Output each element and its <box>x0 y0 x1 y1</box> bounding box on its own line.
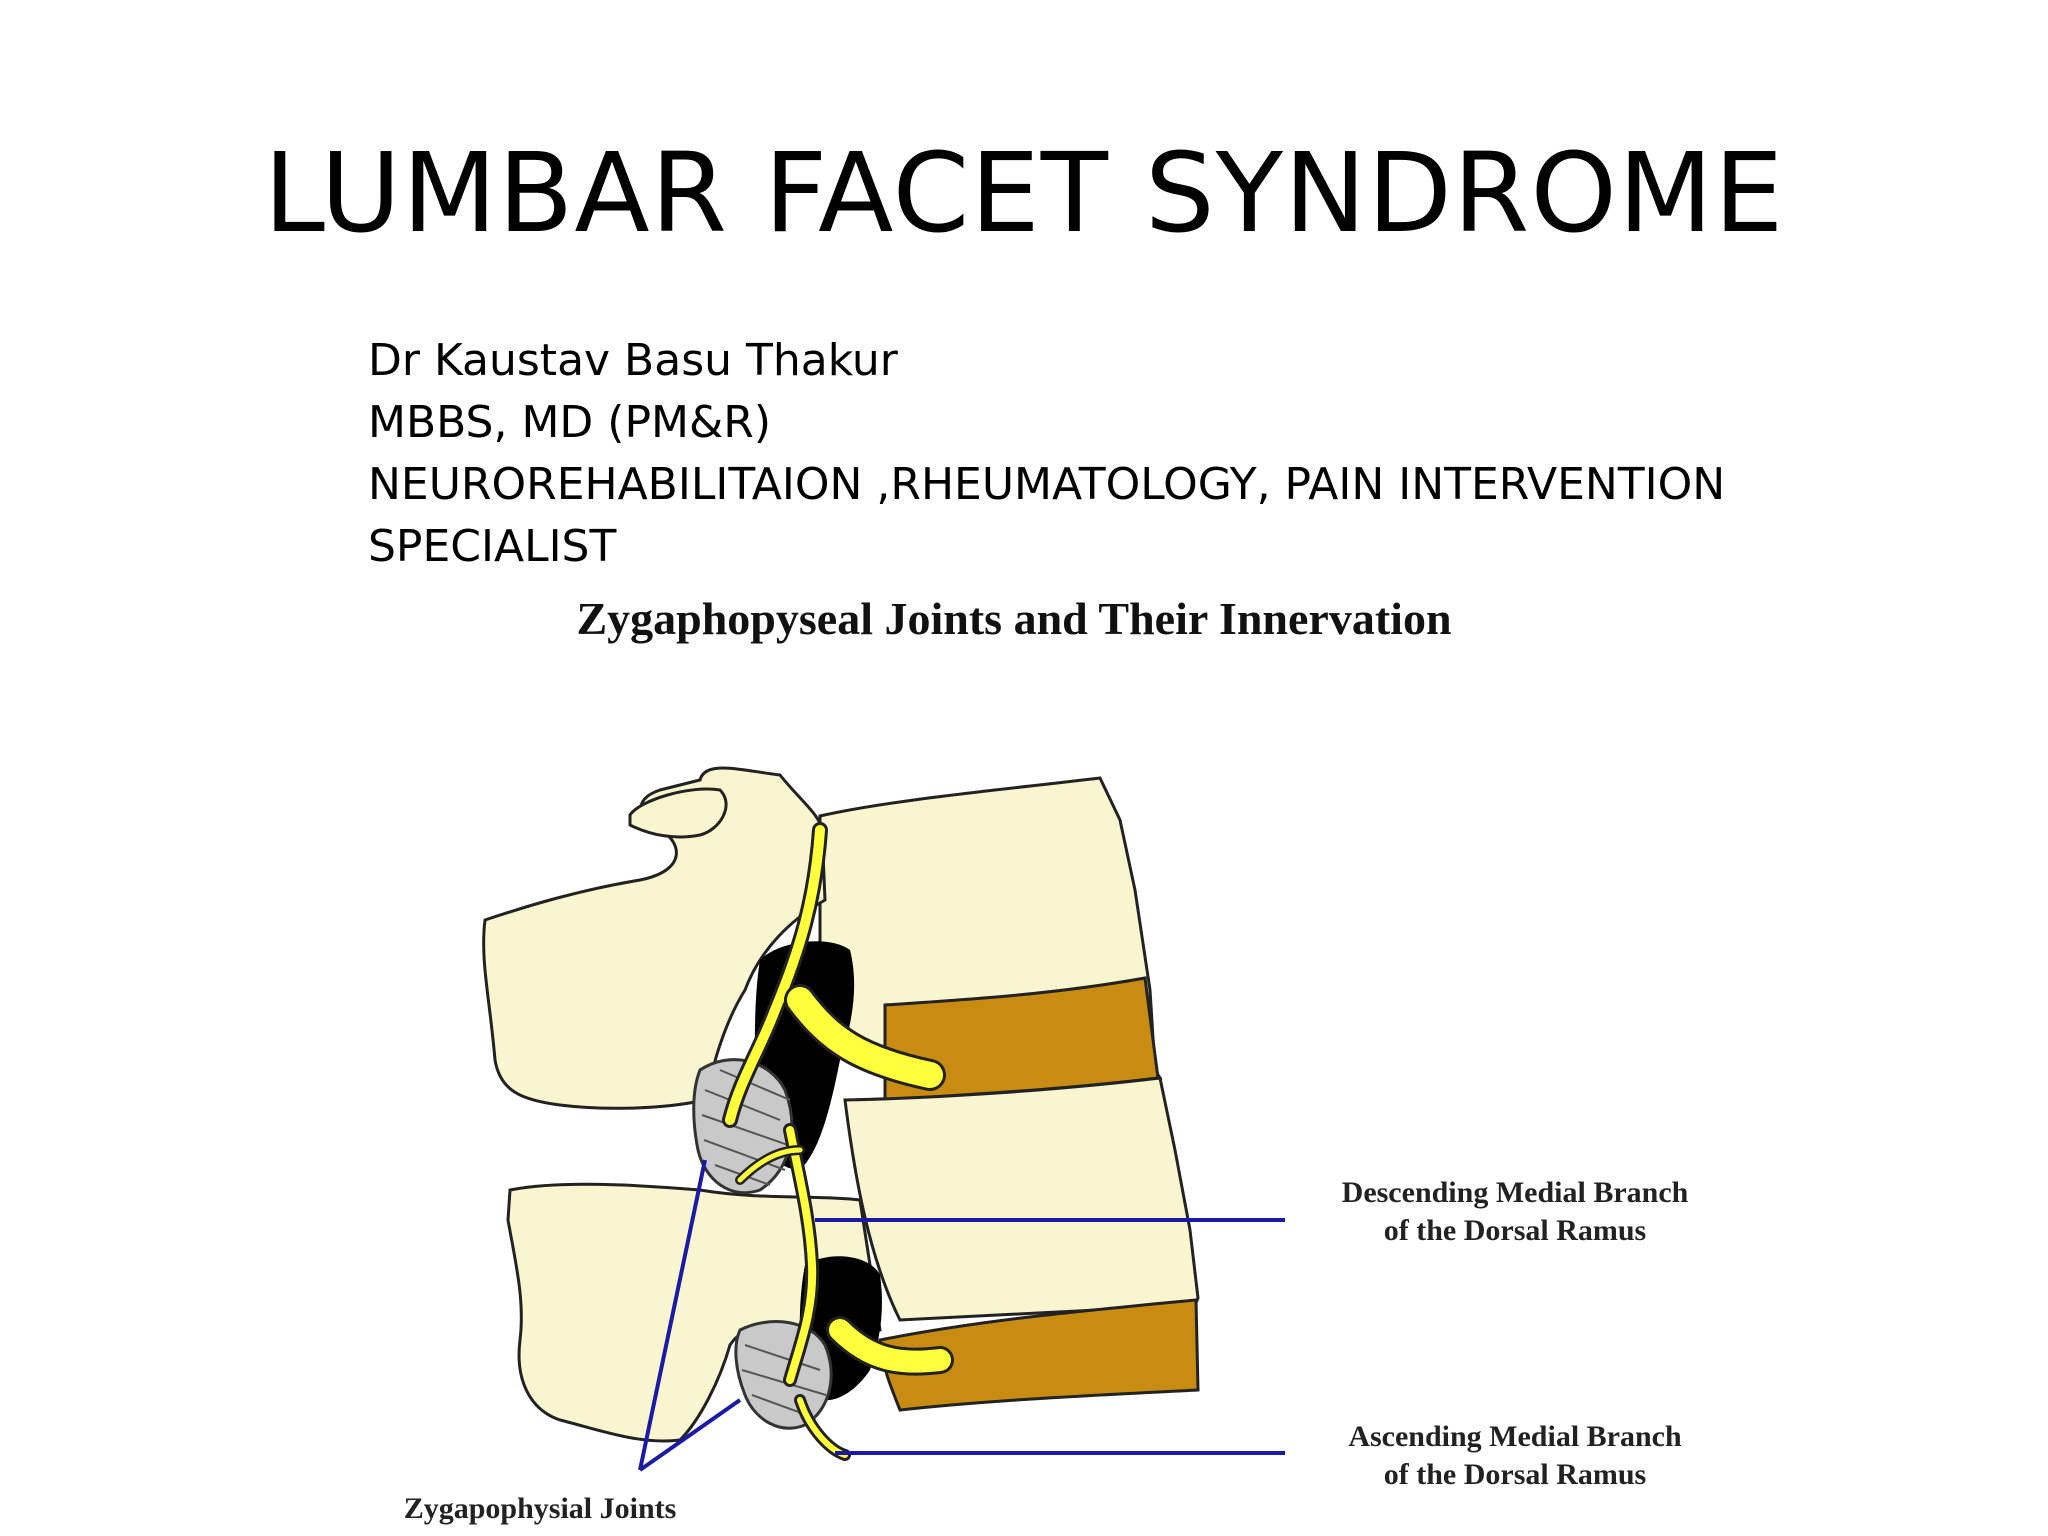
author-specialty: NEUROREHABILITAION ,RHEUMATOLOGY, PAIN I… <box>368 459 1726 510</box>
ascending-branch-label: Ascending Medial Branch of the Dorsal Ra… <box>1348 1420 1682 1491</box>
lower-posterior-elements <box>506 1182 882 1443</box>
lower-vertebral-body <box>843 1076 1200 1322</box>
leader-lines <box>638 1159 1285 1472</box>
lower-disc <box>878 1298 1200 1412</box>
author-degree: MBBS, MD (PM&R) <box>368 397 772 448</box>
figure-title: Zygaphopyseal Joints and Their Innervati… <box>576 593 1452 644</box>
lower-facet-joint <box>734 1320 833 1430</box>
author-info: Dr Kaustav Basu Thakur MBBS, MD (PM&R) N… <box>368 330 1725 578</box>
descending-branch-label: Descending Medial Branch of the Dorsal R… <box>1341 1176 1689 1247</box>
upper-superior-process <box>628 787 728 839</box>
zygapophysial-joints-label: Zygapophysial Joints <box>403 1492 677 1525</box>
author-specialty-cont: SPECIALIST <box>368 521 617 572</box>
slide-title: LUMBAR FACET SYNDROME <box>263 129 1785 257</box>
author-name: Dr Kaustav Basu Thakur <box>368 335 898 386</box>
